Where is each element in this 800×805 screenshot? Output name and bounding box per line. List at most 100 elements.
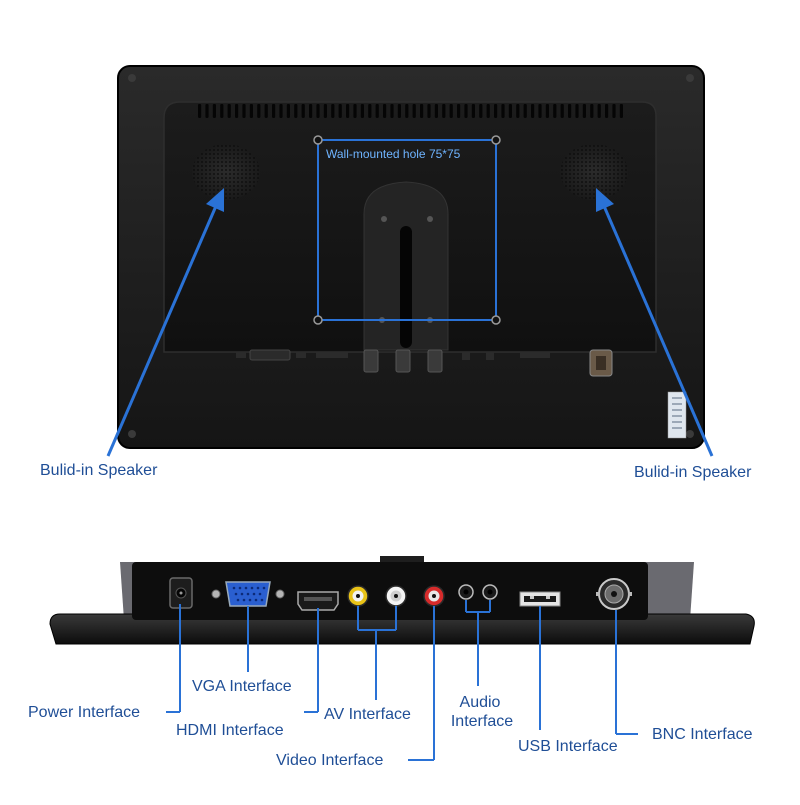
usb-port [519,591,561,607]
vent-slot [619,104,623,118]
vent-slot [486,104,490,118]
vent-slot [590,104,594,118]
vent-slot [412,104,416,118]
vent-slot [405,104,409,118]
wall-mount-hole-icon [313,315,323,325]
vent-slot [257,104,261,118]
vent-slot [442,104,446,118]
vent-slot [479,104,483,118]
hdmi-interface-label: HDMI Interface [176,722,284,739]
vent-slot [331,104,335,118]
av-ports [347,585,407,607]
monitor-bottom-view [49,556,755,761]
speaker-label-right: Bulid-in Speaker [634,464,752,481]
audio-interface-label-line2: Interface [450,713,514,730]
vent-slot [612,104,616,118]
vga-interface-label: VGA Interface [192,678,292,695]
vent-slot [235,104,239,118]
vent-slot [568,104,572,118]
stand-slot [400,226,412,348]
vent-slot [471,104,475,118]
vent-slot [294,104,298,118]
usb-interface-label: USB Interface [518,738,618,755]
vent-slot [605,104,609,118]
vent-slot [301,104,305,118]
vent-slot [227,104,231,118]
vent-slot [346,104,350,118]
vent-slot [375,104,379,118]
vent-slot [316,104,320,118]
vent-slot [272,104,276,118]
vent-slot [457,104,461,118]
speaker-grill-left-dots [192,144,260,200]
vent-slot [449,104,453,118]
vent-slot [464,104,468,118]
vent-slot [531,104,535,118]
mount-screw-icon [427,216,433,222]
vent-slot [286,104,290,118]
vent-slot [545,104,549,118]
vent-slot [249,104,253,118]
ventilation-slots [198,104,623,118]
video-interface-label: Video Interface [276,752,384,769]
rear-port-strip [236,349,613,377]
bnc-port [596,578,632,610]
vent-slot [420,104,424,118]
power-interface-label: Power Interface [28,704,141,721]
vent-slot [212,104,216,118]
vent-slot [508,104,512,118]
callout-lines [166,600,638,761]
wall-mount-hole-icon [491,135,501,145]
vent-slot [538,104,542,118]
vent-slot [242,104,246,118]
speaker-arrows [106,205,714,457]
bnc-interface-label: BNC Interface [652,726,753,743]
vent-slot [597,104,601,118]
vent-slot [264,104,268,118]
av-interface-label: AV Interface [324,706,411,723]
vent-slot [360,104,364,118]
video-port [423,585,445,607]
corner-screw-icon [128,430,136,438]
hdmi-port [297,591,339,611]
front-bezel [49,613,755,645]
audio-ports [458,584,498,600]
power-port [169,577,193,609]
vent-slot [220,104,224,118]
corner-screw-icon [128,74,136,82]
vent-slot [523,104,527,118]
vent-slot [553,104,557,118]
vent-slot [434,104,438,118]
mount-screw-icon [381,216,387,222]
wall-mount-frame [317,139,497,321]
vent-slot [309,104,313,118]
vent-slot [353,104,357,118]
vent-slot [501,104,505,118]
vent-slot [323,104,327,118]
vent-slot [383,104,387,118]
vga-port [211,581,285,607]
vent-slot [368,104,372,118]
vent-slot [397,104,401,118]
vent-slot [575,104,579,118]
vent-slot [427,104,431,118]
arrow-head-icon [596,188,614,212]
wall-mount-hole-icon [313,135,323,145]
corner-screw-icon [686,74,694,82]
vent-slot [560,104,564,118]
vent-slot [198,104,202,118]
corner-screw-icon [686,430,694,438]
audio-interface-label-line1: Audio [459,694,501,711]
speaker-grill-right-dots [560,144,628,200]
wall-mount-label: Wall-mounted hole 75*75 [326,147,461,161]
speaker-label-left: Bulid-in Speaker [40,462,158,479]
vent-slot [390,104,394,118]
label-sticker [667,391,687,439]
wall-mount-hole-icon [491,315,501,325]
monitor-rear-view [106,65,714,457]
vent-slot [494,104,498,118]
vent-slot [582,104,586,118]
vent-slot [516,104,520,118]
